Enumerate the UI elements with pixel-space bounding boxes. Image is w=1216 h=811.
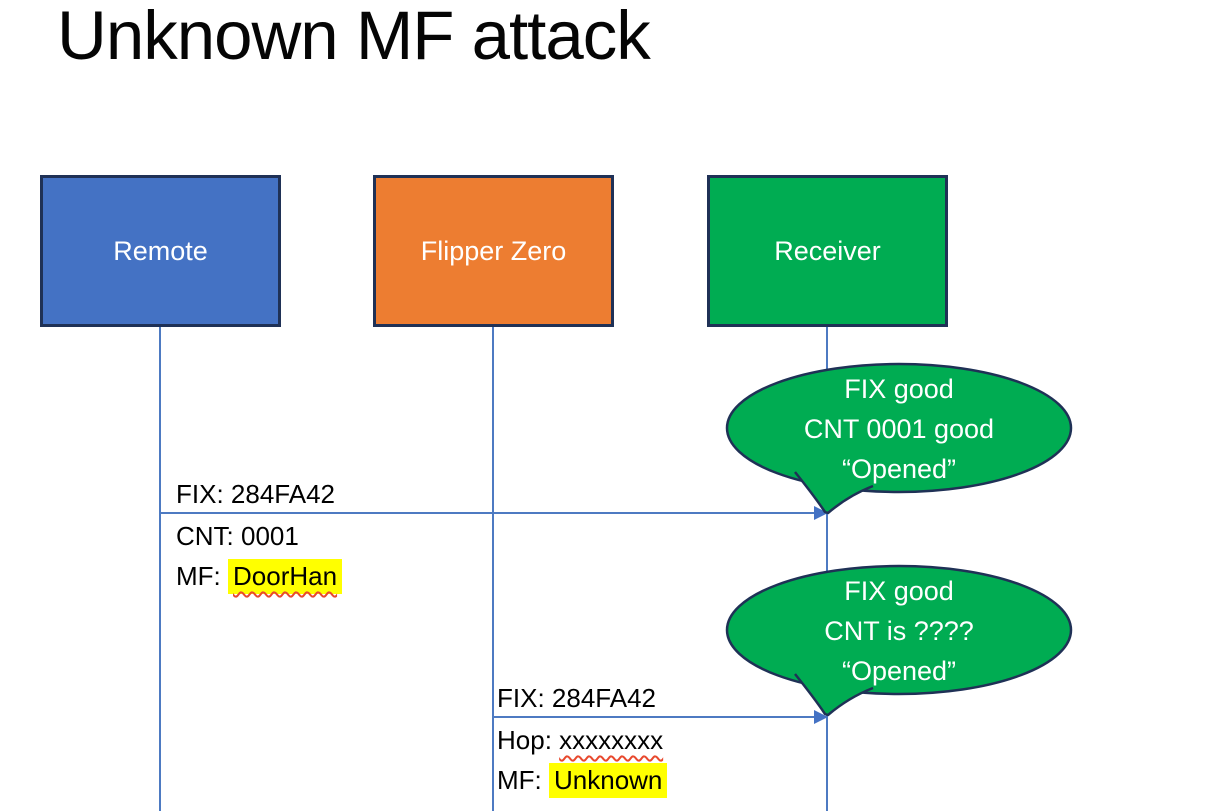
message-2-mf-prefix: MF: bbox=[497, 765, 549, 795]
message-2-labels-below: Hop: xxxxxxxx MF: Unknown bbox=[497, 720, 668, 800]
callout-bubble-1 bbox=[725, 362, 1073, 515]
spellcheck-squiggle: DoorHan bbox=[228, 559, 343, 594]
actor-box-flipper-zero: Flipper Zero bbox=[373, 175, 614, 327]
lifeline-flipper-zero bbox=[492, 327, 494, 811]
callout-1-line-2: CNT 0001 good bbox=[803, 414, 995, 444]
lifeline-remote bbox=[159, 327, 161, 811]
callout-2-tail bbox=[794, 673, 874, 717]
callout-1-line-3: “Opened” bbox=[841, 454, 957, 484]
highlighted-mf-value: Unknown bbox=[549, 763, 668, 798]
callout-1-line-1: FIX good bbox=[844, 374, 954, 404]
callout-1-text: FIX good CNT 0001 good “Opened” bbox=[744, 369, 1054, 489]
message-2-label-mf: MF: Unknown bbox=[497, 760, 668, 800]
message-2-hop-prefix: Hop: bbox=[497, 725, 560, 755]
callout-2-text: FIX good CNT is ???? “Opened” bbox=[744, 571, 1054, 691]
actor-label-flipper-zero: Flipper Zero bbox=[420, 235, 567, 266]
callout-bubble-2 bbox=[725, 564, 1073, 717]
slide-title: Unknown MF attack bbox=[57, 0, 651, 74]
message-2-arrow-line bbox=[493, 716, 815, 718]
message-1-label-cnt: CNT: 0001 bbox=[176, 521, 299, 551]
callout-1-tail bbox=[794, 471, 874, 515]
callout-1-ellipse bbox=[725, 362, 1073, 494]
callout-2-line-3: “Opened” bbox=[841, 656, 957, 686]
message-1-label-fix: FIX: 284FA42 bbox=[176, 479, 335, 509]
lifeline-receiver bbox=[826, 327, 828, 811]
message-2-label-hop: Hop: xxxxxxxx bbox=[497, 720, 667, 760]
actor-label-receiver: Receiver bbox=[774, 235, 881, 266]
message-2-label-fix: FIX: 284FA42 bbox=[497, 683, 656, 713]
callout-2-line-1: FIX good bbox=[844, 576, 954, 606]
message-1-label-mf: MF: DoorHan bbox=[176, 556, 343, 596]
hop-value: xxxxxxxx bbox=[559, 725, 664, 755]
message-1-labels-below: CNT: 0001 MF: DoorHan bbox=[176, 516, 343, 596]
spellcheck-squiggle: xxxxxxxx bbox=[559, 725, 663, 755]
callout-2-ellipse bbox=[725, 564, 1073, 696]
actor-box-receiver: Receiver bbox=[707, 175, 948, 327]
callout-2-line-2: CNT is ???? bbox=[824, 616, 974, 646]
actor-box-remote: Remote bbox=[40, 175, 281, 327]
actor-label-remote: Remote bbox=[113, 235, 208, 266]
message-1-mf-prefix: MF: bbox=[176, 561, 228, 591]
message-1-arrow-line bbox=[160, 512, 815, 514]
highlighted-mf-value: DoorHan bbox=[228, 559, 343, 594]
